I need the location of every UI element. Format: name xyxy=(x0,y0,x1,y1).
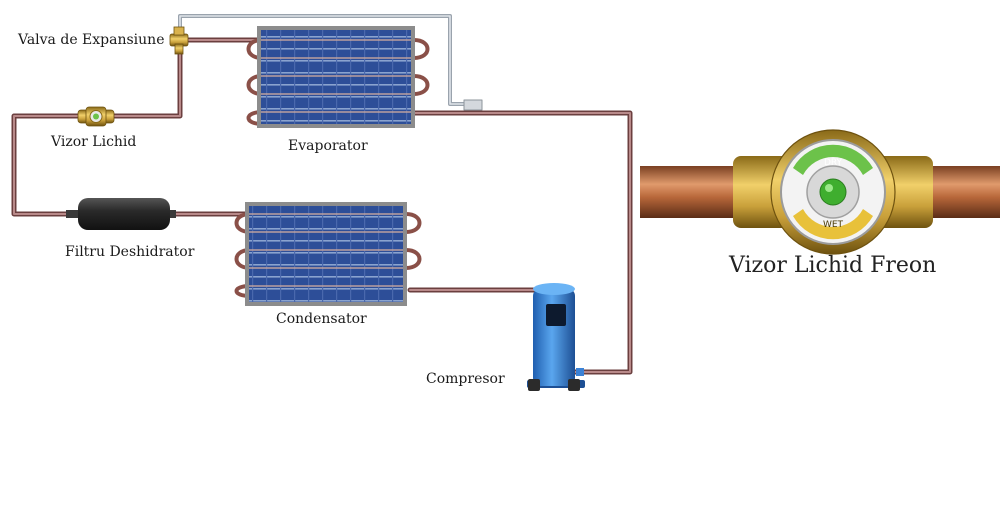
evaporator xyxy=(246,26,430,128)
label-vizor-lichid: Vizor Lichid xyxy=(51,134,137,150)
wet-band xyxy=(793,209,873,240)
label-filtru-deshidrator: Filtru Deshidrator xyxy=(65,244,195,260)
dry-band xyxy=(793,144,873,175)
expansion-valve-icon xyxy=(169,26,189,55)
dry-label: DRY xyxy=(824,158,843,168)
refrigerant-pipes xyxy=(11,37,633,375)
wet-label: WET xyxy=(823,220,844,230)
label-valva-de-expansiune: Valva de Expansiune xyxy=(18,32,165,48)
large-sight-glass: DRY WET xyxy=(640,129,1000,255)
label-evaporator: Evaporator xyxy=(288,138,368,154)
filter-drier-icon xyxy=(66,198,176,230)
sensing-bulb xyxy=(463,99,483,111)
compressor-icon xyxy=(527,283,585,391)
sight-glass-icon xyxy=(77,106,115,127)
sensing-line xyxy=(178,14,483,111)
condenser xyxy=(234,202,422,306)
label-condensator: Condensator xyxy=(276,311,367,327)
label-compresor: Compresor xyxy=(426,371,505,387)
pipe-loop-highlight xyxy=(13,39,631,373)
label-vizor-lichid-freon: Vizor Lichid Freon xyxy=(729,253,937,278)
